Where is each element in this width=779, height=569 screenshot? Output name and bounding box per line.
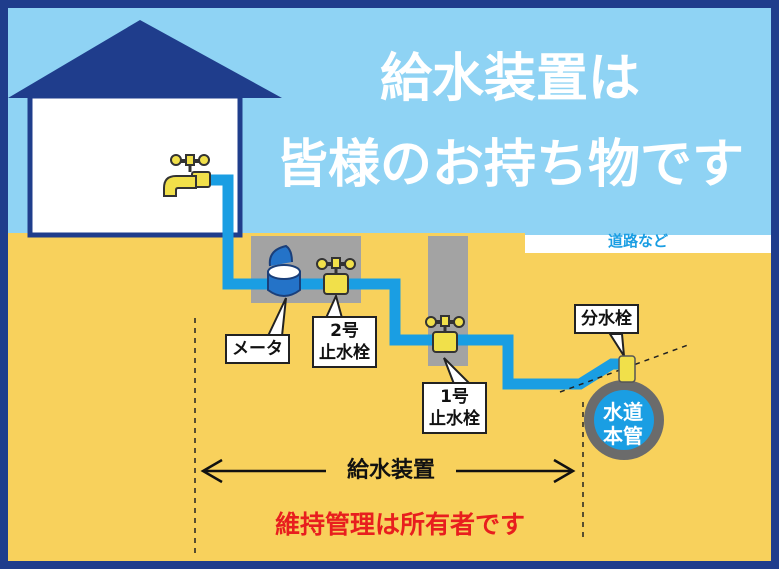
- road-boundary-line: [559, 344, 689, 393]
- house-roof: [8, 20, 282, 98]
- stopcock-1-valve-icon: [425, 315, 465, 353]
- title-line-2: 皆様のお持ち物です: [275, 135, 744, 195]
- branch-valve-label: 分水栓: [574, 304, 639, 334]
- water-main-label: 水道 本管: [588, 400, 658, 448]
- branch-valve-label-text: 分水栓: [581, 309, 632, 329]
- stopcock-2-label: 2号 止水栓: [312, 316, 377, 368]
- house-wall: [27, 93, 243, 238]
- faucet-icon: [163, 154, 211, 197]
- branch-valve-label-pointer: [608, 333, 625, 357]
- meter-label-text: メータ: [232, 339, 283, 359]
- stopcock-2-valve-icon: [316, 257, 356, 295]
- water-meter-icon: [267, 244, 301, 297]
- stopcock-1-label-line-1: 1号: [440, 387, 469, 407]
- meter-label: メータ: [225, 334, 290, 364]
- branch-valve-icon: [618, 355, 636, 383]
- road-label: 道路など: [608, 232, 669, 250]
- water-main-label-line-2: 本管: [603, 424, 643, 448]
- stopcock-1-label-line-2: 止水栓: [429, 409, 480, 429]
- range-arrow-head-right: [553, 458, 576, 484]
- stopcock-2-label-line-1: 2号: [330, 321, 359, 341]
- water-main-label-line-1: 水道: [603, 400, 643, 424]
- water-main-core: [594, 390, 654, 450]
- stopcock-1-label: 1号 止水栓: [422, 382, 487, 434]
- title-line-1: 給水装置は: [379, 49, 640, 109]
- range-arrow-head-left: [200, 458, 223, 484]
- supply-range-label: 給水装置: [346, 458, 435, 483]
- stopcock-2-label-line-2: 止水栓: [319, 343, 370, 363]
- maintenance-notice: 維持管理は所有者です: [274, 510, 525, 539]
